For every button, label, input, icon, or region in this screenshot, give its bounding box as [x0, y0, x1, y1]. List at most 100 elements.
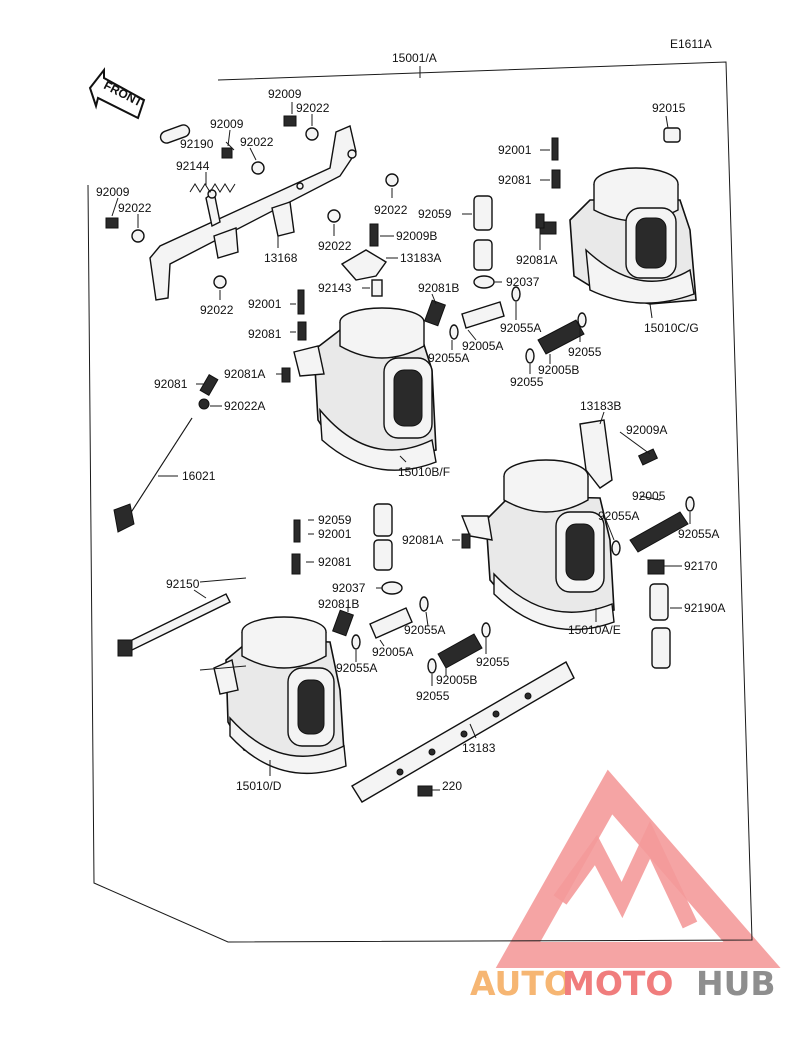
part-label: 92081 [248, 327, 282, 341]
part-label: 92015 [652, 101, 686, 115]
tube-92059-icon [473, 195, 493, 231]
spring-92081-icon [297, 321, 307, 341]
part-label: 92037 [332, 581, 366, 595]
part-labels: 92009 92022 92009 92190 92022 92144 9200… [96, 87, 725, 793]
part-label: 92059 [418, 207, 452, 221]
assembly-number: 15001/A [392, 51, 437, 65]
svg-text:HUB: HUB [696, 964, 776, 1003]
tube-92190a-icon [649, 583, 669, 621]
clip-92037-icon [473, 275, 495, 289]
fitting-92005-icon [629, 511, 689, 553]
part-label: 92055A [500, 321, 541, 335]
part-label: 92037 [506, 275, 540, 289]
part-label: 92081 [154, 377, 188, 391]
carburetor-15010cg [539, 167, 697, 305]
spring-92081b-icon [332, 609, 354, 637]
part-label: 92022 [118, 201, 152, 215]
part-label: 92055A [598, 509, 639, 523]
part-label: 92055A [404, 623, 445, 637]
part-label: 92005A [372, 645, 413, 659]
diagram-code: E1611A [670, 37, 712, 51]
linkage-bracket [149, 125, 357, 301]
part-label: 15010A/E [568, 623, 621, 637]
part-label: 92009 [268, 87, 302, 101]
screw-220-icon [417, 785, 433, 797]
part-label: 15010/D [236, 779, 282, 793]
part-label: 92005B [538, 363, 579, 377]
part-label: 15010C/G [644, 321, 699, 335]
mount-bar-13183-icon [351, 661, 575, 803]
leader-lines [111, 102, 691, 791]
part-label: 92081A [402, 533, 443, 547]
part-label: 92022A [224, 399, 265, 413]
spring-92081a-icon [281, 367, 291, 383]
spring-92081-icon [551, 169, 561, 189]
part-label: 92081B [318, 597, 359, 611]
washer-92022-icon [131, 229, 145, 243]
spring-92144-icon [189, 183, 236, 193]
tube-92059-icon [473, 239, 493, 271]
cable-16021-icon [113, 417, 193, 533]
part-label: 92009 [210, 117, 244, 131]
carburetor-15010bf [293, 307, 437, 471]
svg-text:MOTO: MOTO [562, 964, 673, 1003]
part-label: 92005A [462, 339, 503, 353]
part-label: 92022 [200, 303, 234, 317]
screw-92009b-icon [369, 223, 379, 247]
washer-92022-icon [213, 275, 227, 289]
screw-92001-icon [297, 289, 305, 315]
washer-92022-icon [327, 209, 341, 223]
part-label: 92022 [318, 239, 352, 253]
part-label: 92081 [498, 173, 532, 187]
svg-text:AUTO: AUTO [470, 964, 572, 1003]
part-label: 92081A [516, 253, 557, 267]
sleeve-92190-icon [159, 124, 191, 144]
screw-92009a-icon [637, 448, 659, 466]
watermark-wordmark: AUTO MOTO HUB [470, 964, 776, 1003]
part-label: 92081 [318, 555, 352, 569]
cap-92170-icon [647, 559, 665, 575]
bracket-13183b-icon [579, 419, 613, 489]
part-label: 92001 [498, 143, 532, 157]
washer-92022a-icon [198, 398, 210, 410]
part-label: 15010B/F [398, 465, 450, 479]
part-label: 92055 [510, 375, 544, 389]
screw-92009-icon [221, 147, 233, 159]
washer-92022-icon [385, 173, 399, 187]
part-label: 92055A [428, 351, 469, 365]
fitting-92005b-icon [437, 633, 483, 669]
part-label: 92190 [180, 137, 214, 151]
clip-92037-icon [381, 581, 403, 595]
spring-92081b-icon [424, 299, 446, 327]
part-label: 92190A [684, 601, 725, 615]
spring-92081a-icon [535, 213, 545, 229]
tube-92190a-icon [651, 627, 671, 669]
bracket-13183a-icon [340, 249, 388, 281]
part-label: 92059 [318, 513, 352, 527]
carburetor-15010d [213, 616, 347, 775]
part-label: 92005B [436, 673, 477, 687]
part-label: 92022 [296, 101, 330, 115]
part-label: 92055 [416, 689, 450, 703]
part-label: 92001 [318, 527, 352, 541]
watermark-logo [495, 769, 781, 968]
diagram-frame [87, 61, 753, 943]
part-label: 92081A [224, 367, 265, 381]
fitting-92005b-icon [537, 319, 585, 355]
spring-92081-icon [291, 553, 301, 575]
screw-92001-icon [551, 137, 559, 161]
part-label: 92055 [476, 655, 510, 669]
tube-92059-icon [373, 539, 393, 571]
washer-92022-icon [251, 161, 265, 175]
part-label: 13183A [400, 251, 441, 265]
part-label: 92055A [336, 661, 377, 675]
part-label: 92022 [374, 203, 408, 217]
screw-92009-icon [283, 115, 297, 127]
part-label: 92055 [568, 345, 602, 359]
part-label: 92009A [626, 423, 667, 437]
part-label: 92009 [96, 185, 130, 199]
tube-92059-icon [373, 503, 393, 537]
bolt-92150-icon [117, 577, 247, 671]
part-label: 92143 [318, 281, 352, 295]
spring-92081-icon [199, 374, 219, 396]
